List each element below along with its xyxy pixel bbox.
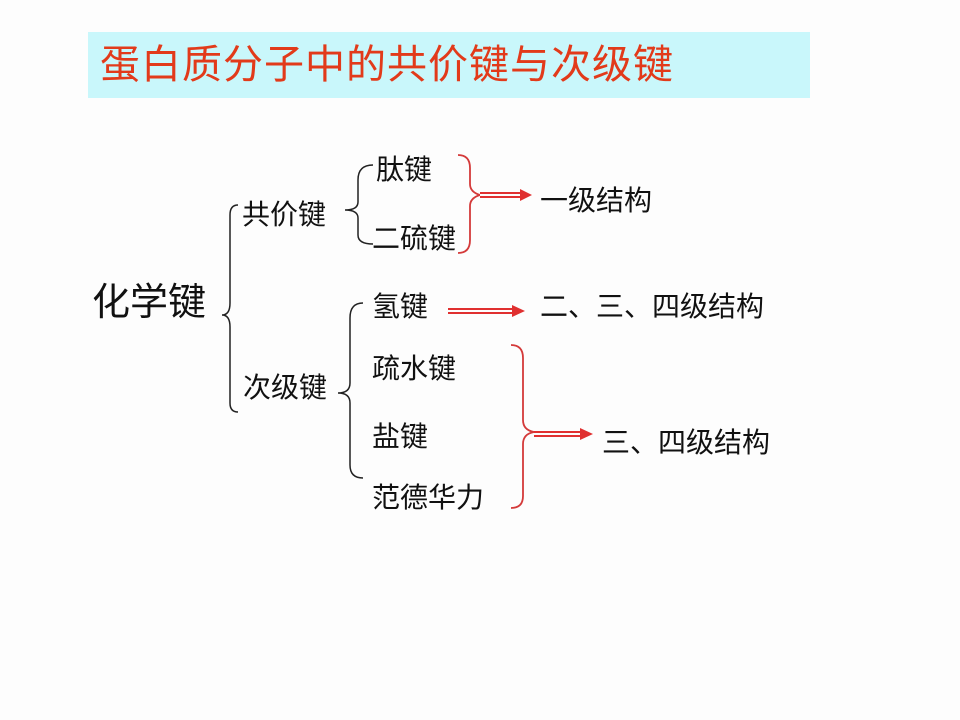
slide-title: 蛋白质分子中的共价键与次级键 [100,42,674,88]
covalent-brace [344,164,374,245]
title-background [88,32,810,98]
root-brace [221,204,239,413]
node-disulfide-bond: 二硫键 [372,222,457,255]
node-hydrophobic-bond: 疏水键 [372,352,457,385]
node-hydrogen-bond: 氢键 [372,290,429,323]
result-tertiary-quaternary: 三、四级结构 [602,426,771,459]
node-salt-bond: 盐键 [372,420,429,453]
node-covalent-bond: 共价键 [242,198,327,231]
arrow-to-secondary-structures [448,305,525,317]
arrow-to-primary [480,189,532,201]
node-secondary-bond: 次级键 [243,371,328,404]
result-secondary-to-quaternary: 二、三、四级结构 [540,290,765,323]
tertiary-bracket [510,344,535,509]
result-primary-structure: 一级结构 [540,184,653,217]
node-van-der-waals: 范德华力 [372,481,485,514]
node-peptide-bond: 肽键 [376,153,433,186]
node-chemical-bond: 化学键 [92,280,207,324]
arrow-to-tertiary [534,428,593,440]
primary-bracket [457,154,484,254]
secondary-brace [337,302,364,479]
